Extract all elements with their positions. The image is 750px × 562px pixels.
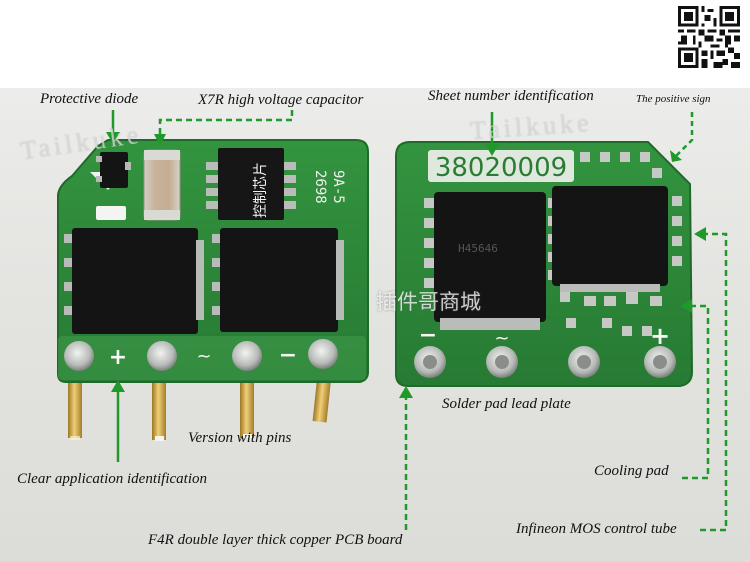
serial-number: 38020009 — [435, 153, 567, 183]
header-band — [0, 0, 750, 88]
protective-diode-chip — [100, 152, 128, 188]
left-minus-sign: − — [279, 343, 297, 368]
label-pcb-board: F4R double layer thick copper PCB board — [148, 532, 403, 548]
label-infineon-mos: Infineon MOS control tube — [516, 521, 677, 537]
callout-lines — [106, 110, 728, 532]
right-minus-sign: − — [419, 323, 437, 348]
right-board: 38020009 — [395, 141, 694, 387]
right-plus-sign: + — [650, 322, 670, 350]
pin-3 — [240, 372, 254, 438]
side-code-2: 9A-5 — [330, 170, 346, 204]
control-chip — [206, 148, 296, 220]
left-tilde-sign-1: ~ — [196, 346, 211, 367]
chinese-watermark: 插件哥商城 — [376, 290, 481, 314]
left-pad-4 — [308, 339, 338, 369]
left-pad-1 — [64, 341, 94, 371]
left-board: 控制芯片 2698 9A-5 + — [57, 139, 369, 441]
mos-tube-left-2 — [212, 228, 344, 332]
label-clear-application: Clear application identification — [17, 471, 207, 487]
mos-tube-right-2 — [552, 186, 668, 292]
label-x7r-capacitor: X7R high voltage capacitor — [198, 92, 364, 108]
pin-1 — [68, 372, 82, 438]
label-solder-pad: Solder pad lead plate — [442, 396, 571, 412]
chip-label: 控制芯片 — [253, 162, 269, 218]
label-positive-sign: The positive sign — [636, 93, 711, 105]
mos-code: H45646 — [458, 242, 498, 255]
qr-code — [678, 6, 740, 68]
mos-tube-left-1 — [64, 228, 204, 334]
left-pad-2 — [147, 341, 177, 371]
left-pad-3 — [232, 341, 262, 371]
right-tilde-sign: ~ — [494, 328, 509, 349]
label-protective-diode: Protective diode — [40, 91, 139, 107]
left-plus-sign: + — [109, 345, 127, 370]
label-version-pins: Version with pins — [188, 430, 292, 446]
pin-2 — [152, 372, 166, 440]
label-sheet-number: Sheet number identification — [428, 88, 594, 104]
label-cooling-pad: Cooling pad — [594, 463, 669, 479]
mos-tube-right-1 — [434, 192, 546, 330]
x7r-capacitor — [143, 149, 181, 221]
side-code-1: 2698 — [312, 170, 328, 204]
